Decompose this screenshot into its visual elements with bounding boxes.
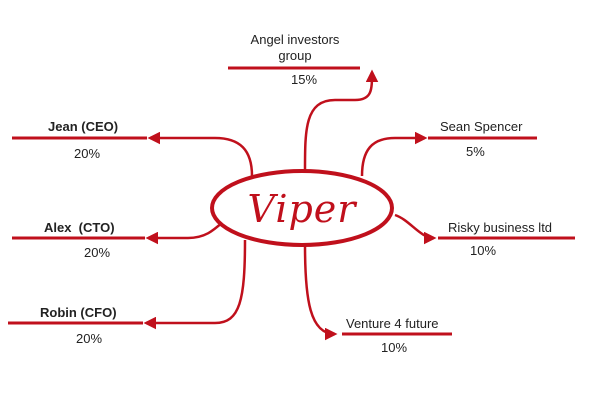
shareholder-sean-share: 5% [466,144,485,159]
shareholder-robin-share: 20% [76,331,103,346]
center-ellipse [210,169,394,247]
shareholder-risky-share: 10% [470,243,497,258]
connector-angel [303,69,379,171]
shareholder-angel-name: Angel investors group [250,32,340,63]
shareholder-jean-name: Jean (CEO) [48,119,119,134]
shareholder-sean-name: Sean Spencer [440,119,523,134]
shareholder-robin-name: Robin (CFO) [40,305,117,320]
shareholder-venture-share: 10% [381,340,408,355]
company-name: Viper [247,187,357,231]
shareholder-jean-share: 20% [74,146,101,161]
connector-jean [147,131,254,177]
connector-robin [143,239,247,330]
shareholder-angel-share: 15% [291,72,318,87]
shareholder-alex-name: Alex (CTO) [44,220,115,235]
connector-venture [303,244,338,341]
connector-risky [394,213,437,245]
shareholder-risky-name: Risky business ltd [448,220,553,235]
shareholder-venture-name: Venture 4 future [346,316,439,331]
connector-sean [360,131,428,177]
shareholder-alex-share: 20% [84,245,111,260]
